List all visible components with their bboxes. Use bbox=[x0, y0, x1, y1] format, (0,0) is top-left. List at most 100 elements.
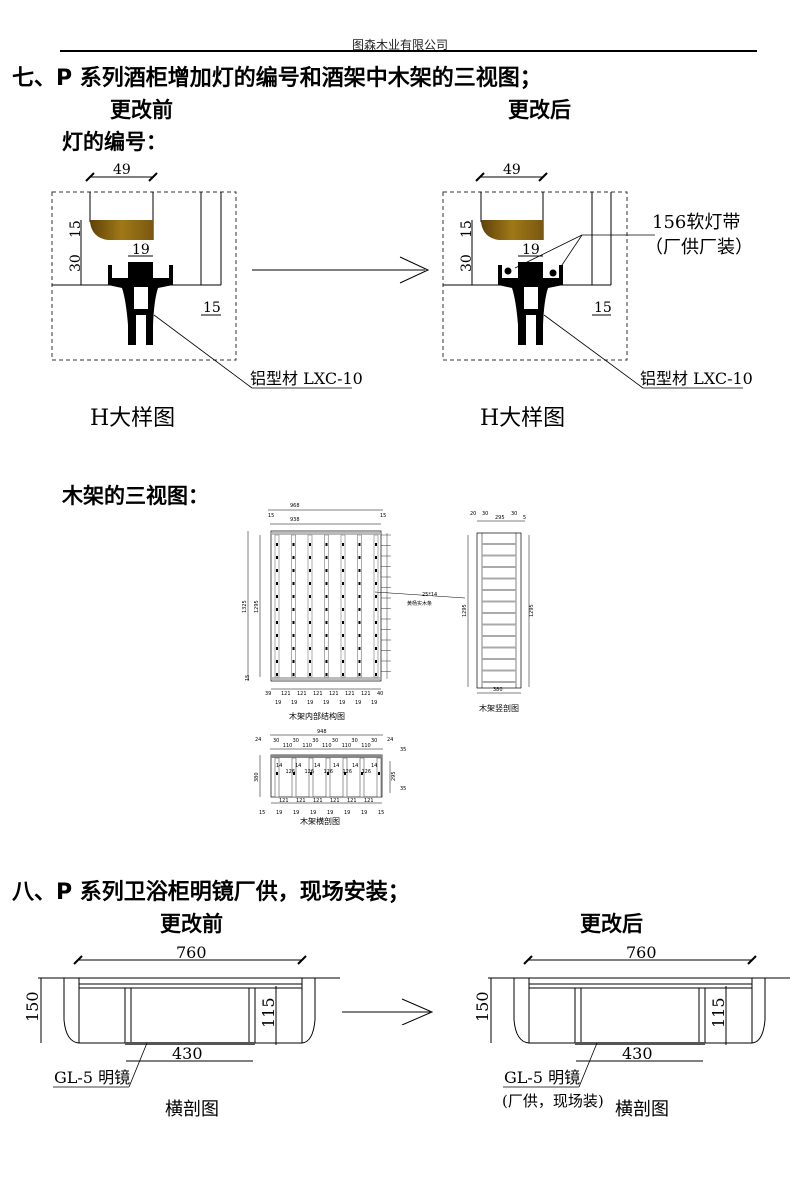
slat-peg bbox=[292, 582, 295, 585]
svg-text:15: 15 bbox=[594, 300, 612, 316]
dim-text: 121 bbox=[279, 798, 289, 804]
slat-peg bbox=[325, 543, 328, 546]
mirror-label: GL-5 明镜 bbox=[54, 1068, 130, 1087]
svg-text:20: 20 bbox=[470, 511, 476, 517]
slat-peg bbox=[358, 673, 361, 676]
dim-text: 110 bbox=[283, 743, 293, 749]
svg-text:35: 35 bbox=[400, 747, 406, 753]
svg-text:948: 948 bbox=[317, 729, 327, 735]
inner-dim-text: 14 bbox=[333, 763, 339, 769]
slat-peg bbox=[358, 543, 361, 546]
slat-peg bbox=[309, 673, 311, 676]
wood-shelf bbox=[481, 220, 543, 240]
section7-subtitle-light: 灯的编号： bbox=[62, 130, 167, 154]
inner-dim-text: 126 bbox=[343, 769, 353, 775]
slat bbox=[274, 534, 280, 678]
rack-front-view: 968 15 15 938 1325 1295 15 25*14 黄杨实木条 3… bbox=[242, 503, 465, 721]
slat-peg bbox=[325, 582, 328, 585]
slat-peg bbox=[276, 647, 278, 650]
svg-text:938: 938 bbox=[290, 517, 300, 523]
slat-peg bbox=[292, 673, 295, 676]
slat-peg bbox=[292, 621, 295, 624]
section8-title: 八、P 系列卫浴柜明镜厂供，现场安装； bbox=[12, 880, 410, 905]
svg-text:1295: 1295 bbox=[462, 604, 468, 617]
slat-peg bbox=[342, 621, 344, 624]
slat-peg bbox=[375, 556, 377, 559]
svg-text:1295: 1295 bbox=[254, 600, 260, 613]
slat-peg bbox=[276, 634, 278, 637]
slat-peg bbox=[309, 647, 311, 650]
dim-text: 30 bbox=[351, 738, 357, 744]
dim-text: 15 bbox=[378, 810, 384, 816]
dim-text: 110 bbox=[361, 743, 371, 749]
slat-peg bbox=[309, 569, 311, 572]
dim-text: 19 bbox=[291, 700, 297, 706]
slat-peg bbox=[325, 673, 328, 676]
inner-dim-text: 126 bbox=[324, 769, 334, 775]
rung bbox=[482, 543, 516, 545]
slat-peg bbox=[276, 660, 278, 663]
rack-front-caption: 木架内部结构图 bbox=[289, 711, 345, 721]
slat-peg bbox=[292, 660, 295, 663]
dim-text: 19 bbox=[339, 700, 345, 706]
post-peg bbox=[327, 772, 329, 775]
slat-peg bbox=[309, 556, 311, 559]
h-detail-after: 49 15 30 19 156软灯带 （厂供厂装） 15 铝型材 LXC-10 … bbox=[442, 162, 753, 431]
svg-text:1295: 1295 bbox=[529, 604, 535, 617]
slat-peg bbox=[276, 673, 278, 676]
svg-text:15: 15 bbox=[203, 300, 221, 316]
slat-peg bbox=[375, 621, 377, 624]
rung bbox=[482, 658, 516, 660]
dim-430: 430 bbox=[622, 1044, 653, 1063]
dim-text: 121 bbox=[313, 691, 323, 697]
slat bbox=[340, 534, 346, 678]
section8-before-label: 更改前 bbox=[160, 912, 223, 936]
svg-text:295: 295 bbox=[495, 515, 505, 521]
inner-dim-text: 14 bbox=[276, 763, 282, 769]
dim-text: 19 bbox=[371, 700, 377, 706]
led-strip-left bbox=[504, 267, 512, 275]
inner-dim-text: 126 bbox=[286, 769, 296, 775]
section7-title: 七、P 系列酒柜增加灯的编号和酒架中木架的三视图； bbox=[12, 66, 542, 91]
slat-peg bbox=[375, 608, 377, 611]
inner-dim-text: 14 bbox=[295, 763, 301, 769]
slat-peg bbox=[375, 543, 377, 546]
svg-text:295: 295 bbox=[391, 771, 397, 781]
rack-slats bbox=[274, 534, 379, 678]
slat-peg bbox=[342, 634, 344, 637]
post-peg bbox=[378, 772, 380, 775]
post bbox=[359, 757, 365, 798]
rung bbox=[482, 577, 516, 580]
section7-after-label: 更改后 bbox=[508, 98, 571, 122]
wood-shelf bbox=[90, 220, 153, 240]
dim-text: 121 bbox=[296, 798, 306, 804]
mirror-before-caption: 横剖图 bbox=[165, 1099, 219, 1120]
material-label: 铝型材 LXC-10 bbox=[250, 369, 363, 388]
rung bbox=[482, 681, 516, 683]
rung bbox=[482, 669, 516, 672]
slat-peg bbox=[325, 660, 328, 663]
svg-text:19: 19 bbox=[132, 242, 150, 258]
post-peg bbox=[293, 772, 295, 775]
dim-text: 121 bbox=[329, 691, 339, 697]
dim-text: 19 bbox=[361, 810, 367, 816]
svg-text:49: 49 bbox=[503, 162, 521, 178]
slat-peg bbox=[325, 608, 328, 611]
inner-dim-text: 14 bbox=[371, 763, 377, 769]
detail-caption: H大样图 bbox=[90, 406, 175, 431]
slat-peg bbox=[309, 660, 311, 663]
rung bbox=[482, 623, 516, 626]
slat-peg bbox=[276, 543, 278, 546]
dim-150: 150 bbox=[23, 991, 42, 1022]
dim-15-right: 15 bbox=[201, 300, 221, 316]
slat-peg bbox=[292, 595, 295, 598]
slat-peg bbox=[342, 673, 344, 676]
slat bbox=[307, 534, 313, 678]
slat bbox=[291, 534, 296, 678]
slat-peg bbox=[276, 595, 278, 598]
dim-text: 19 bbox=[355, 700, 361, 706]
mirror-after-caption: 横剖图 bbox=[615, 1099, 669, 1120]
slat-peg bbox=[375, 582, 377, 585]
dim-15-left: 15 bbox=[68, 220, 84, 240]
